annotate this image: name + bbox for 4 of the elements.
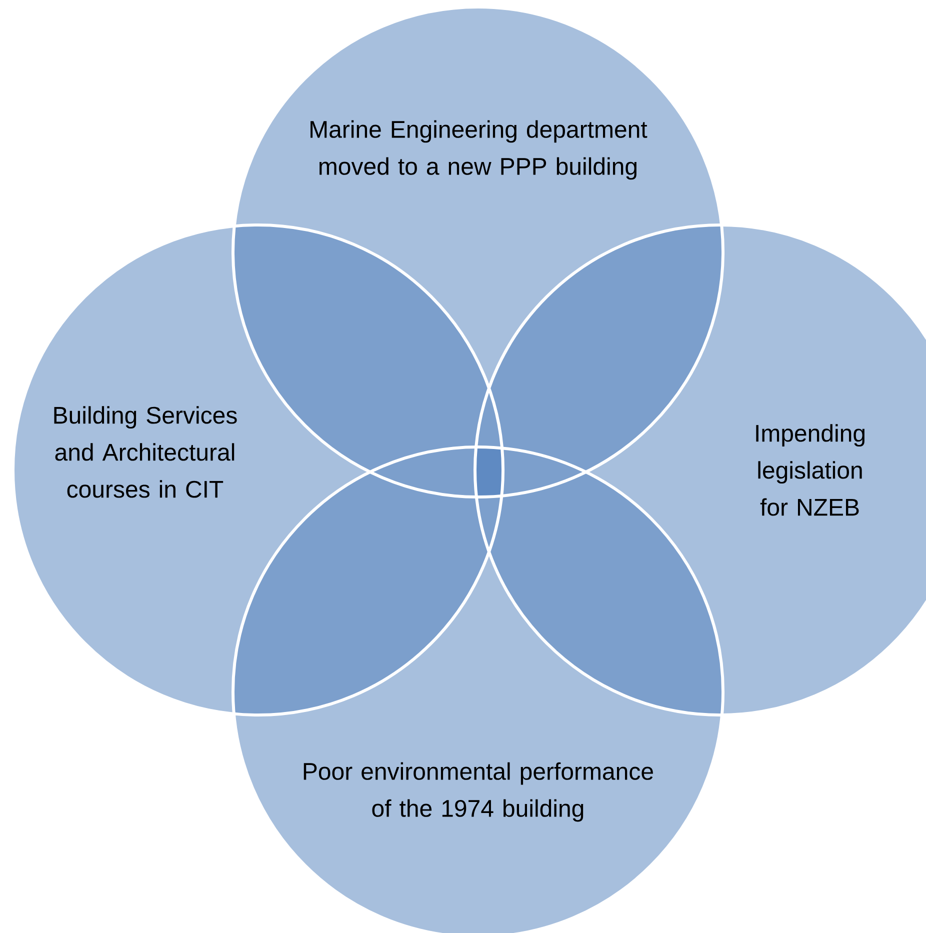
circle-label: Marine Engineering department moved to a new PPP building [310, 120, 648, 180]
circle-label: Building Services and Architectural courses in CIT [54, 406, 237, 498]
circle-label: Poor environmental performance of the 1974 building [304, 762, 653, 822]
circle-label: Impending legislation for NZEB [756, 424, 864, 516]
